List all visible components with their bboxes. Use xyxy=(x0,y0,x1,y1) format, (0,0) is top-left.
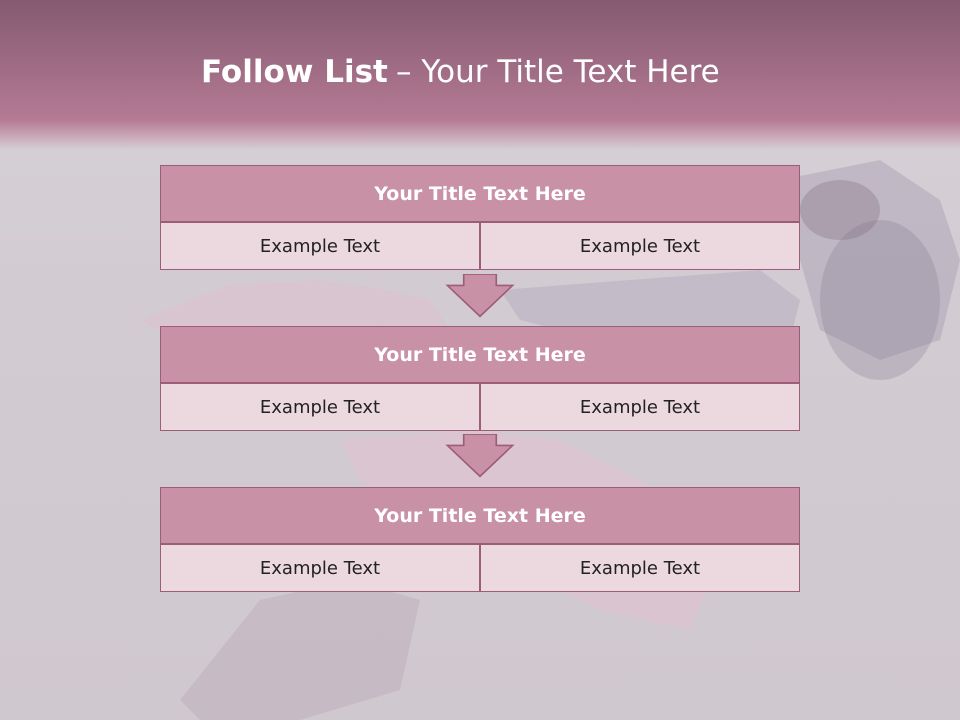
block-cell-right[interactable]: Example Text xyxy=(480,222,800,270)
block-cell-right[interactable]: Example Text xyxy=(480,383,800,431)
block-cell-right[interactable]: Example Text xyxy=(480,544,800,592)
block-cell-left[interactable]: Example Text xyxy=(160,544,480,592)
down-arrow-icon xyxy=(445,274,515,318)
block-title[interactable]: Your Title Text Here xyxy=(160,326,800,383)
page-title-rest: – Your Title Text Here xyxy=(396,54,720,90)
block-title[interactable]: Your Title Text Here xyxy=(160,487,800,544)
down-arrow-icon xyxy=(445,434,515,478)
header-band xyxy=(0,0,960,150)
block-cell-left[interactable]: Example Text xyxy=(160,222,480,270)
block-title[interactable]: Your Title Text Here xyxy=(160,165,800,222)
page-title-bold: Follow List xyxy=(201,54,388,90)
block-cell-left[interactable]: Example Text xyxy=(160,383,480,431)
